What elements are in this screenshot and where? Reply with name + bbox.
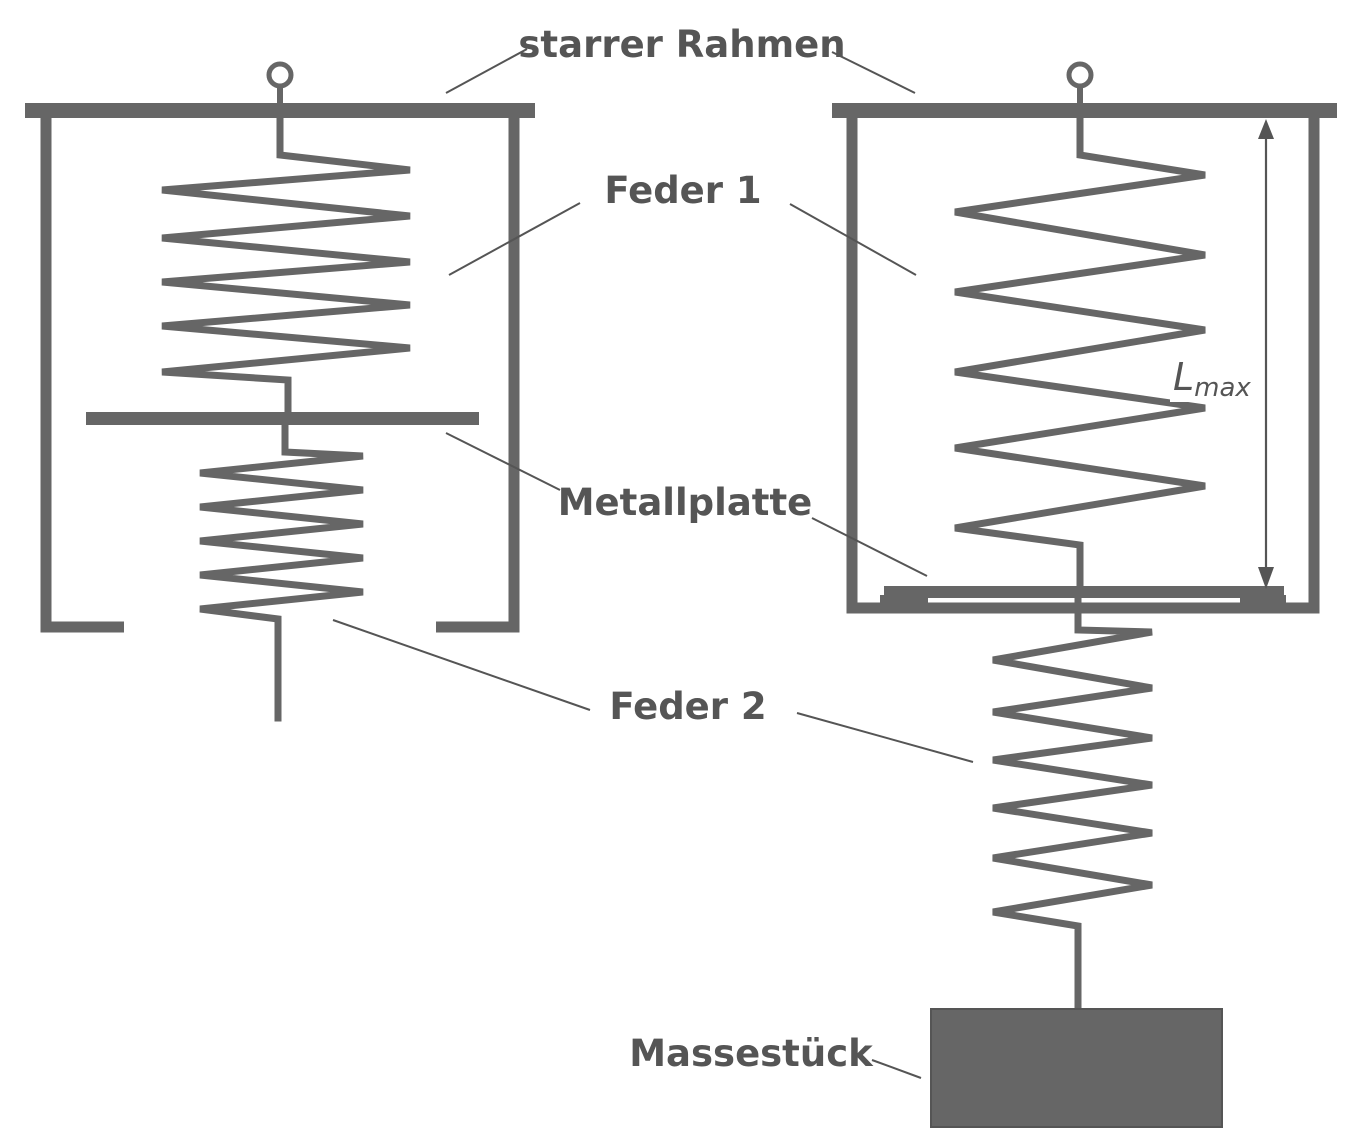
leader-spring2-left (332, 619, 591, 711)
right-frame-stop-left (880, 595, 928, 613)
right-spring-2 (992, 594, 1153, 1014)
lmax-label-backdrop (1170, 352, 1262, 402)
left-assembly (25, 61, 535, 722)
left-frame-right-side (436, 115, 520, 633)
right-frame-body (846, 115, 1320, 614)
left-spring-2 (199, 421, 364, 722)
right-spring-1 (954, 111, 1206, 594)
label-lmax-subscript: max (1194, 373, 1251, 403)
lmax-arrow-top-icon (1258, 119, 1274, 139)
leader-spring1-left (448, 202, 581, 276)
label-lmax: Lmax (1173, 355, 1251, 403)
right-hanging-hook (1066, 61, 1094, 89)
left-frame-left-side (40, 115, 124, 633)
leader-mass (871, 1059, 922, 1079)
leader-plate-right (811, 517, 928, 577)
left-hanging-hook (266, 61, 294, 89)
right-assembly (832, 61, 1337, 1128)
leader-spring1-right (789, 203, 917, 276)
lmax-arrow-bottom-icon (1258, 567, 1274, 589)
right-frame-top-bar (832, 103, 1337, 118)
leader-frame-left (445, 48, 528, 94)
label-mass: Massestück (629, 1032, 874, 1075)
label-metal-plate: Metallplatte (558, 481, 813, 524)
right-frame-stop-right (1240, 595, 1286, 613)
label-lmax-symbol: L (1173, 355, 1194, 399)
leader-frame-right (831, 51, 916, 94)
left-frame-top-bar (25, 103, 535, 118)
labels: starrer Rahmen Feder 1 Metallplatte Fede… (518, 23, 1251, 1075)
label-frame: starrer Rahmen (518, 23, 845, 66)
leader-lines (332, 48, 974, 1079)
label-spring-1: Feder 1 (604, 169, 761, 212)
right-metal-plate (884, 586, 1284, 598)
mass-block (930, 1008, 1223, 1128)
left-metal-plate (86, 412, 479, 425)
label-spring-2: Feder 2 (609, 685, 766, 728)
leader-plate-left (445, 432, 561, 491)
leader-spring2-right (796, 712, 974, 763)
left-spring-1 (161, 111, 411, 417)
